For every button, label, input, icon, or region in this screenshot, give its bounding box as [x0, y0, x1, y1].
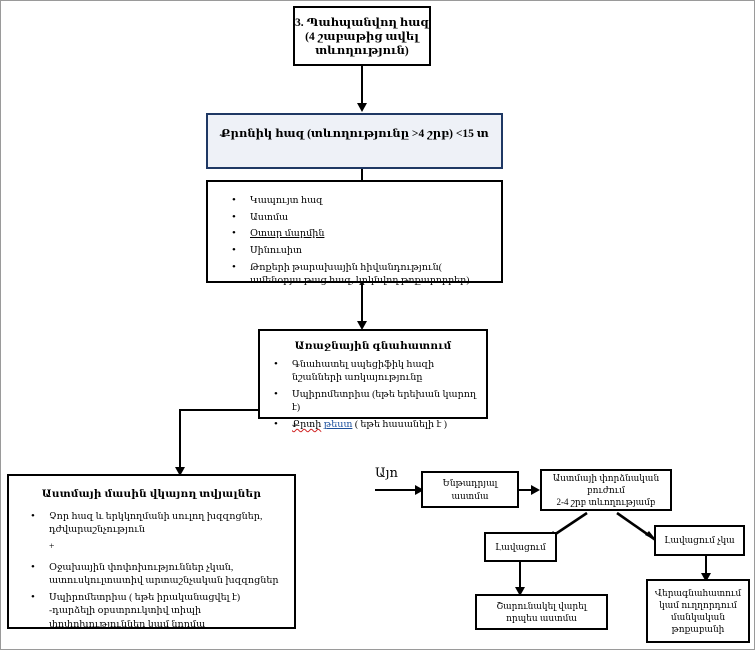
- node-suspected-asthma: Ենթադրյալ աստմա: [421, 471, 519, 508]
- arrowhead-no-improve-to-reassess: [701, 573, 711, 582]
- arrowhead-title-to-chronic: [357, 103, 367, 112]
- causes-item: Կապույտ հազ: [232, 193, 493, 208]
- trial-treatment-line-2: 2-4 շրբ տևողությամբ: [556, 497, 656, 508]
- connector-assessment-down: [179, 409, 181, 471]
- causes-item: Թոքերի թարախային հիվանդություն( ամենօրյա…: [232, 260, 493, 287]
- chronic-cough-text: Քրոնիկ հազ (տևողությունը >4 շրբ) <15 տ: [220, 128, 489, 140]
- assessment-item-rest: ( եթե հասանելի է ): [354, 418, 447, 430]
- causes-item: Աստմա: [232, 210, 493, 225]
- continue-line-1: Շարունակել վարել: [496, 600, 587, 611]
- asthma-evidence-item: Սպիրոմետրիա ( եթե իրականացվել է) -դարձել…: [31, 590, 286, 631]
- causes-list: Կապույտ հազ Աստմա Օտար մարմին Սինուսիտ Թ…: [208, 193, 501, 287]
- asthma-evidence-list: Չոր հազ և երկկողմանի սուլող խզզոցներ, դժ…: [9, 509, 294, 631]
- asthma-evidence-item: Օջախային փոփոխություններ չկան, ատուսկուլ…: [31, 560, 286, 587]
- causes-item: Սինուսիտ: [232, 243, 493, 258]
- node-initial-assessment: Առաջնային գնահատում Գնահատել սպեցիֆիկ հա…: [258, 329, 488, 432]
- connector-improve-to-continue: [519, 562, 521, 591]
- asthma-evidence-item: Չոր հազ և երկկողմանի սուլող խզզոցներ, դժ…: [31, 509, 286, 536]
- arrowhead-to-asthma-evidence: [175, 467, 185, 476]
- arrowhead-yes-to-suspected: [415, 485, 424, 495]
- connector-no-improve-to-reassess: [705, 556, 707, 578]
- improvement-text: Լավացում: [495, 541, 546, 552]
- node-persistent-cough: 3. Պահպանվող հազ (4 շաբաթից ավել տևողութ…: [293, 6, 431, 66]
- connector-causes-to-assessment: [361, 283, 363, 325]
- arrowhead-causes-to-assessment: [357, 321, 367, 330]
- initial-assessment-list: Գնահատել սպեցիֆիկ հազի նշանների առկայութ…: [260, 357, 486, 432]
- assessment-item: Սպիրոմետրիա (եթե երեխան կարող է): [274, 387, 478, 414]
- arrowhead-improve-to-continue: [515, 587, 525, 596]
- persistent-cough-line-3: տևողություն): [315, 45, 409, 57]
- asthma-evidence-plus: +: [49, 540, 55, 552]
- hyperlink-word[interactable]: թեստ: [323, 418, 353, 430]
- node-asthma-evidence: Աստմայի մասին վկայող տվյալներ Չոր հազ և …: [7, 474, 296, 631]
- connector-suspected-to-trial: [519, 489, 533, 491]
- persistent-cough-line-2: (4 շաբաթից ավել: [305, 31, 419, 43]
- node-chronic-cough: Քրոնիկ հազ (տևողությունը >4 շրբ) <15 տ: [206, 113, 503, 169]
- connector-title-to-chronic: [361, 66, 363, 105]
- arrowhead-suspected-to-trial: [531, 485, 540, 495]
- reassess-line-3: մանկական: [670, 612, 726, 622]
- node-no-improvement: Լավացում չկա: [654, 525, 745, 556]
- yes-branch-label: Այո: [375, 465, 398, 480]
- node-reassess-referral: Վերագնահատում կամ ուղղորդում մանկական թո…: [646, 579, 750, 643]
- node-causes-list: Կապույտ հազ Աստմա Օտար մարմին Սինուսիտ Թ…: [206, 180, 503, 286]
- reassess-line-4: թոքաբանի: [671, 624, 725, 635]
- reassess-line-1: Վերագնահատում: [654, 587, 742, 598]
- connector-yes-to-suspected: [375, 489, 421, 491]
- reassess-line-2: կամ ուղղորդում: [659, 599, 737, 610]
- assessment-item: Գնահատել սպեցիֆիկ հազի նշանների առկայութ…: [274, 357, 478, 384]
- no-improvement-text: Լավացում չկա: [664, 535, 735, 546]
- trial-treatment-line-1: Աստմայի փորձնական բուժում: [552, 472, 660, 495]
- assessment-item: Քրտի թեստ ( եթե հասանելի է ): [274, 417, 478, 432]
- connector-chronic-to-causes: [361, 169, 363, 180]
- causes-item: Օտար մարմին: [232, 226, 493, 241]
- spellcheck-word: Քրտի: [292, 418, 322, 430]
- suspected-asthma-text: Ենթադրյալ աստմա: [442, 478, 498, 501]
- node-improvement: Լավացում: [484, 532, 557, 562]
- node-continue-as-asthma: Շարունակել վարել որպես աստմա: [475, 594, 608, 630]
- initial-assessment-title: Առաջնային գնահատում: [294, 341, 452, 352]
- asthma-evidence-title: Աստմայի մասին վկայող տվյալներ: [41, 489, 262, 500]
- persistent-cough-line-1: 3. Պահպանվող հազ: [295, 17, 429, 29]
- connector-assessment-left: [179, 409, 259, 411]
- continue-line-2: որպես աստմա: [506, 613, 577, 623]
- node-trial-treatment: Աստմայի փորձնական բուժում 2-4 շրբ տևողու…: [540, 469, 672, 511]
